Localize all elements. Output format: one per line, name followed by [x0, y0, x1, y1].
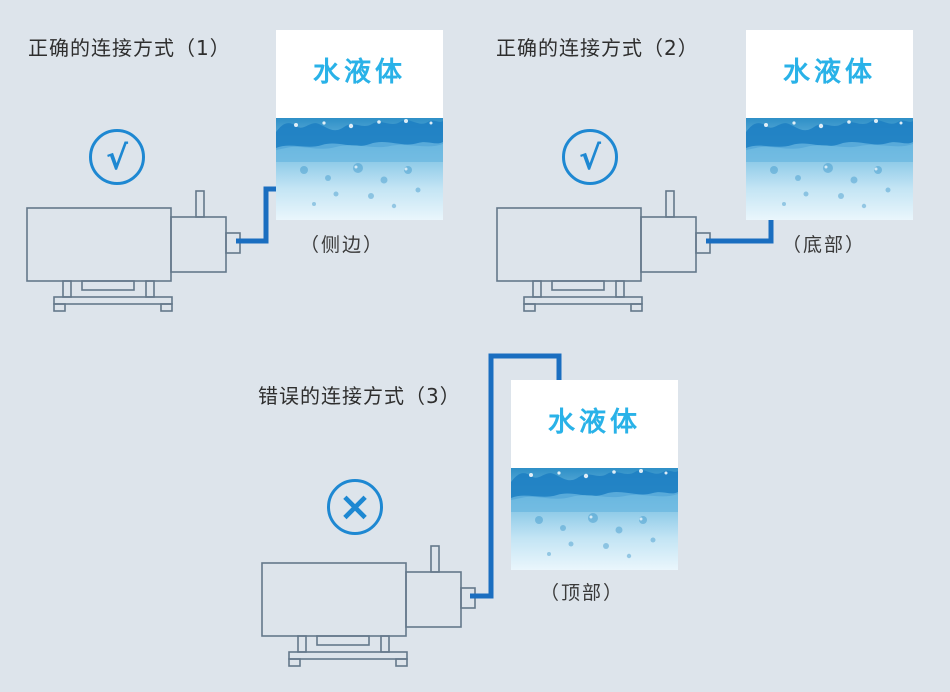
- correct-mark-circle-2: √: [562, 129, 618, 185]
- water-tank-1: 水液体: [276, 30, 443, 220]
- diagram-2-title: 正确的连接方式（2）: [496, 36, 699, 60]
- pump-illustration-3: [261, 545, 476, 667]
- water-tank-3: 水液体: [511, 380, 678, 570]
- water-image: [276, 118, 443, 220]
- wrong-mark-circle: ×: [327, 479, 383, 535]
- tank-label: 水液体: [783, 57, 876, 88]
- water-tank-2: 水液体: [746, 30, 913, 220]
- position-label-side: （侧边）: [300, 234, 385, 256]
- diagram-3-title: 错误的连接方式（3）: [258, 384, 461, 408]
- water-image: [746, 118, 913, 220]
- tank-label: 水液体: [548, 407, 641, 438]
- pipe-to-bottom: [706, 214, 774, 244]
- pump-illustration-2: [496, 190, 711, 312]
- check-icon: √: [578, 137, 601, 177]
- position-label-bottom: （底部）: [782, 234, 867, 256]
- pipe-to-side: [236, 186, 277, 244]
- cross-icon: ×: [338, 484, 372, 530]
- water-image: [511, 468, 678, 570]
- diagram-1-title: 正确的连接方式（1）: [28, 36, 231, 60]
- position-label-top: （顶部）: [540, 582, 625, 604]
- pipe-to-top: [470, 353, 562, 599]
- check-icon: √: [105, 137, 128, 177]
- pump-illustration-1: [26, 190, 241, 312]
- correct-mark-circle-1: √: [89, 129, 145, 185]
- tank-label: 水液体: [313, 57, 406, 88]
